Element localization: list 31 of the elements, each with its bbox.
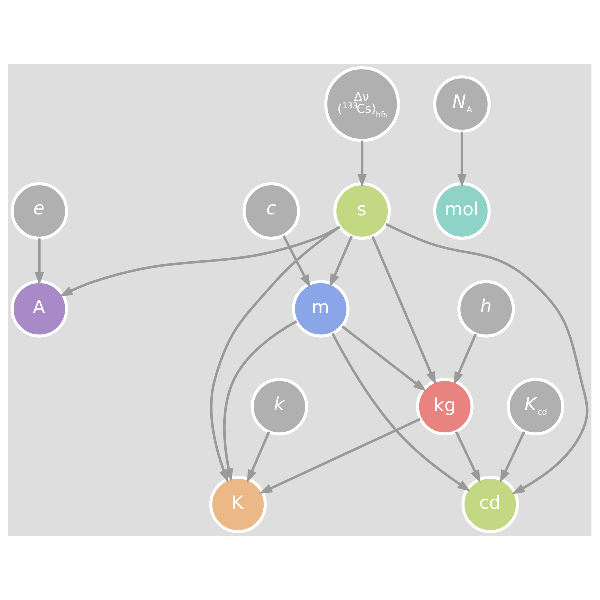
arrow: [210, 226, 341, 484]
arrow: [282, 235, 311, 288]
arrow: [259, 418, 422, 494]
node-circle: N$_{A}$: [433, 76, 491, 134]
arrow: [454, 334, 478, 386]
node-circle: Δν ($^{133}$Cs)$_{hfs}$: [324, 66, 400, 142]
node-circle: e: [10, 182, 68, 240]
node-circle: m: [292, 280, 350, 338]
arrow: [247, 432, 270, 484]
node-circle: kg: [416, 378, 474, 436]
arrow: [358, 140, 367, 188]
arrow: [386, 223, 589, 494]
node-circle: s: [334, 182, 392, 240]
node-circle: mol: [433, 182, 491, 240]
arrow: [455, 432, 481, 484]
node-circle: K$_{cd}$: [507, 378, 565, 436]
node-circle: K: [210, 476, 268, 534]
node-circle: c: [242, 182, 300, 240]
arrow: [372, 236, 436, 386]
node-circle: cd: [462, 476, 520, 534]
node-circle: h: [458, 280, 516, 338]
arrow: [330, 236, 354, 288]
arrow: [35, 238, 44, 286]
arrow: [223, 320, 298, 482]
arrow: [60, 226, 341, 297]
arrow: [342, 326, 427, 392]
arrow: [500, 432, 526, 484]
node-circle: A: [10, 280, 68, 338]
arrow: [332, 333, 471, 492]
node-circle: k: [250, 378, 308, 436]
arrow: [458, 132, 467, 188]
